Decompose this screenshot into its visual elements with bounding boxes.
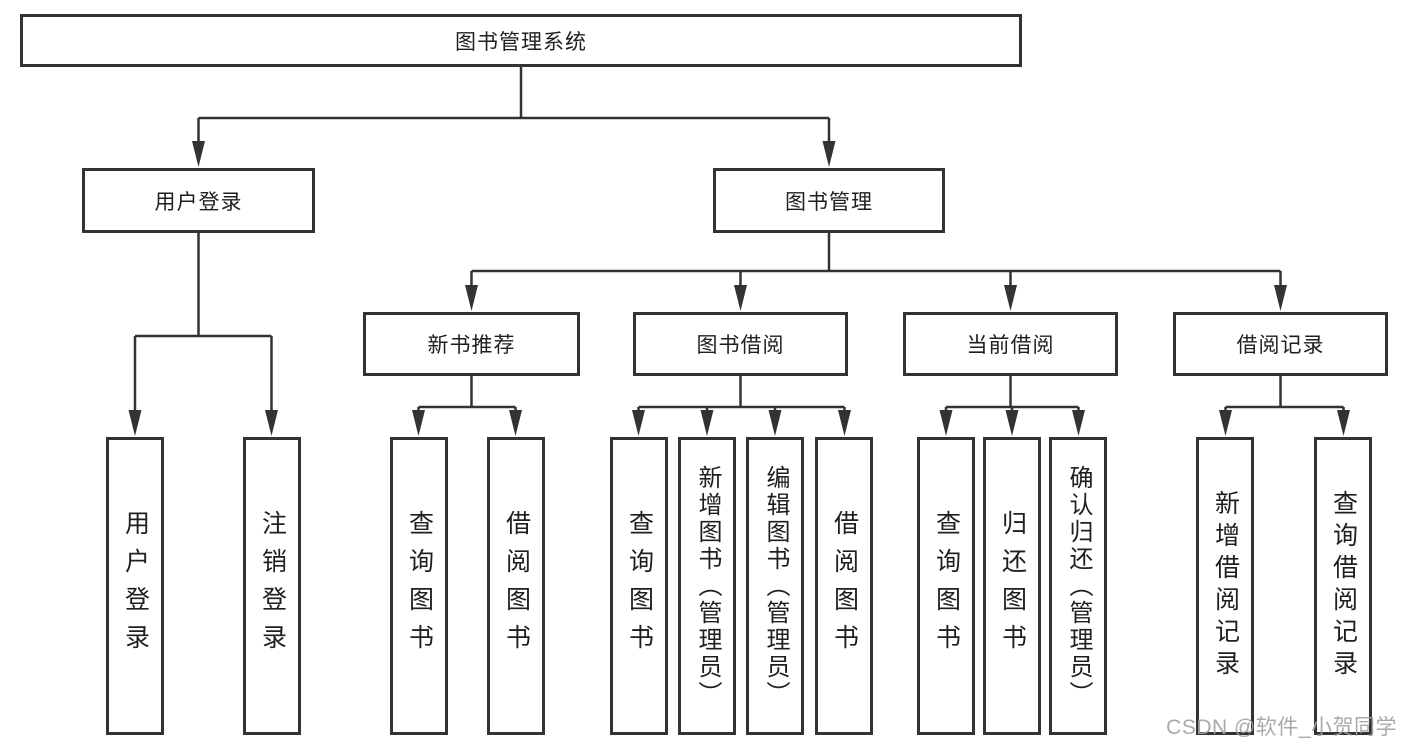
node-user-login: 用户登录 — [82, 168, 315, 233]
node-confirm-return-admin: 确认归还（管理员） — [1049, 437, 1107, 735]
node-label: 当前借阅 — [966, 334, 1055, 357]
node-library-management-system: 图书管理系统 — [20, 14, 1022, 67]
node-user-login-leaf: 用户登录 — [106, 437, 164, 735]
node-label: 用户登录 — [121, 510, 150, 662]
node-label: 新增图书（管理员） — [694, 464, 721, 708]
node-label: 图书管理 — [785, 190, 873, 214]
node-book-management: 图书管理 — [713, 168, 945, 233]
node-add-books-admin: 新增图书（管理员） — [678, 437, 736, 735]
arrowheads — [128, 141, 1350, 436]
node-borrow-books-recommend: 借阅图书 — [487, 437, 545, 735]
node-label: 查询图书 — [405, 510, 434, 662]
node-label: 编辑图书（管理员） — [762, 464, 789, 708]
node-label: 查询图书 — [932, 510, 961, 662]
node-borrow-records: 借阅记录 — [1173, 312, 1388, 376]
node-label: 借阅图书 — [830, 510, 859, 662]
node-book-borrow: 图书借阅 — [633, 312, 848, 376]
node-query-books-recommend: 查询图书 — [390, 437, 448, 735]
node-label: 借阅记录 — [1236, 334, 1325, 357]
node-query-borrow-record: 查询借阅记录 — [1314, 437, 1372, 735]
node-label: 归还图书 — [998, 510, 1027, 662]
node-label: 图书管理系统 — [455, 30, 587, 54]
node-label: 图书借阅 — [696, 334, 785, 357]
node-return-books: 归还图书 — [983, 437, 1041, 735]
node-edit-books-admin: 编辑图书（管理员） — [746, 437, 804, 735]
node-query-books-borrow: 查询图书 — [610, 437, 668, 735]
node-label: 注销登录 — [258, 510, 287, 662]
node-label: 借阅图书 — [502, 510, 531, 662]
node-label: 查询借阅记录 — [1329, 490, 1358, 682]
node-label: 确认归还（管理员） — [1065, 464, 1092, 708]
node-label: 新书推荐 — [427, 334, 516, 357]
node-label: 用户登录 — [154, 190, 243, 214]
node-logout: 注销登录 — [243, 437, 301, 735]
node-current-borrow: 当前借阅 — [903, 312, 1118, 376]
node-label: 查询图书 — [625, 510, 654, 662]
node-add-borrow-record: 新增借阅记录 — [1196, 437, 1254, 735]
node-query-books-current: 查询图书 — [917, 437, 975, 735]
node-new-book-recommend: 新书推荐 — [363, 312, 580, 376]
node-label: 新增借阅记录 — [1211, 490, 1240, 682]
node-borrow-books: 借阅图书 — [815, 437, 873, 735]
